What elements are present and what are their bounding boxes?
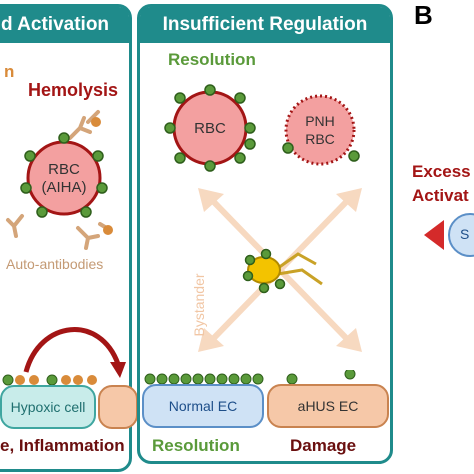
rbc-label: RBC [194,120,226,137]
left-bottom-label: e, Inflammation [0,436,125,455]
hypoxic-cell-label: Hypoxic cell [10,399,86,415]
normal-ec-cell: Normal EC [142,384,264,428]
left-fragment-label: n [4,62,15,81]
center-panel-title: Insufficient Regulation [140,7,390,43]
rbc-aiha-label-1: RBC [48,161,80,178]
center-diagram: RBC PNH RBC Bystander [164,84,362,352]
aiha-rbc-diagram: RBC (AIHA) [6,110,113,250]
right-partial-label: S [460,226,470,242]
resolution-top-label: Resolution [168,50,256,69]
hemolysis-label: Hemolysis [28,80,119,100]
autoantibodies-label: Auto-antibodies [6,256,104,272]
left-cell-dots [2,374,97,386]
hypoxic-cell: Hypoxic cell [0,385,96,429]
normal-ec-label: Normal EC [168,398,238,414]
panel-letter-b: B [414,0,433,30]
damage-label: Damage [290,436,357,455]
rbc-aiha-circle [26,140,102,216]
center-cell-dots [144,370,356,385]
pnh-rbc-label-2: RBC [305,131,335,147]
curved-arrow-icon [23,327,126,378]
resolution-bottom-label: Resolution [152,436,240,455]
left-panel-title: d Activation [0,7,129,43]
rbc-aiha-label-2: (AIHA) [42,179,87,196]
pnh-rbc-circle [284,94,356,166]
bystander-label: Bystander [191,273,207,336]
ahus-ec-cell: aHUS EC [267,384,389,428]
pnh-rbc-label-1: PNH [305,113,335,129]
excess-label-1: Excess [412,162,471,181]
left-partial-cell [98,385,138,429]
complement-complex-icon [242,248,323,294]
antibody-icon [6,110,112,250]
ahus-ec-label: aHUS EC [297,398,359,414]
excess-label-2: Activat [412,186,469,205]
right-arrow-fragment [424,213,474,257]
